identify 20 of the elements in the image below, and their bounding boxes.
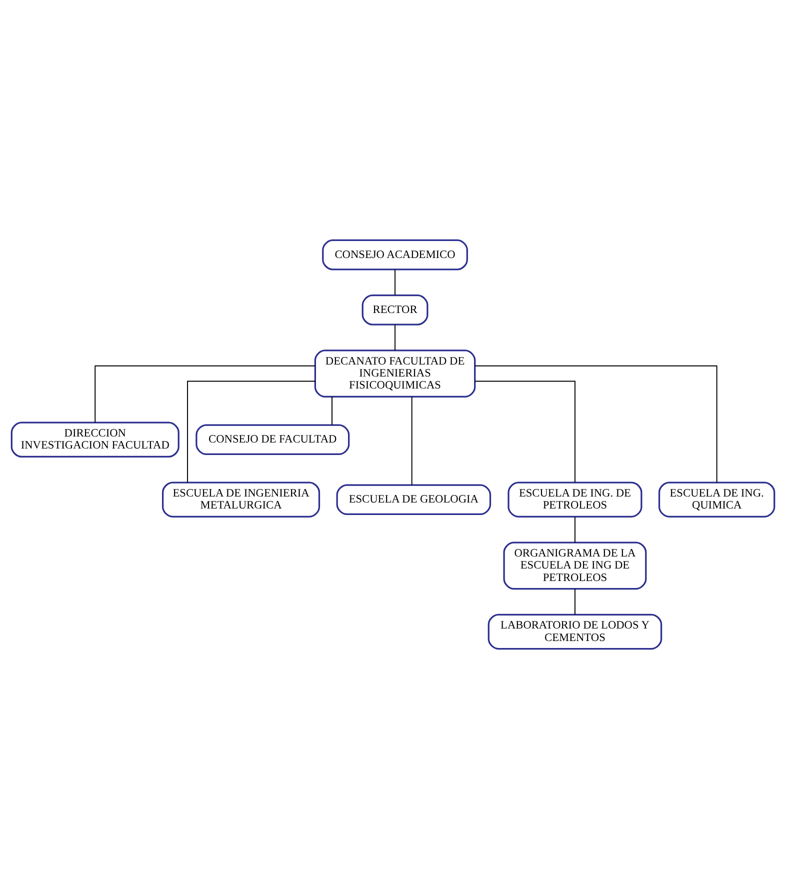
node-box: ESCUELA DE ING. DE PETROLEOS bbox=[508, 481, 642, 517]
connector bbox=[94, 364, 316, 423]
node-box: ESCUELA DE ING. QUIMICA bbox=[658, 481, 776, 517]
node-box: CONSEJO DE FACULTAD bbox=[196, 424, 350, 455]
node-box: RECTOR bbox=[362, 294, 428, 325]
node-box: DIRECCION INVESTIGACION FACULTAD bbox=[10, 421, 180, 457]
connector bbox=[574, 588, 576, 615]
connector bbox=[394, 324, 396, 350]
connector bbox=[411, 396, 412, 485]
node-box: ESCUELA DE GEOLOGIA bbox=[336, 484, 492, 515]
connector bbox=[474, 364, 718, 482]
node-box: DECANATO FACULTAD DE INGENIERIAS FISICOQUIMICAS bbox=[314, 349, 476, 397]
connector bbox=[574, 516, 576, 542]
node-box: ESCUELA DE INGENIERIA METALURGICA bbox=[162, 481, 320, 517]
node-box: ORGANIGRAMA DE LA ESCUELA DE ING DE PETROLEOS bbox=[503, 541, 647, 590]
connector bbox=[474, 380, 576, 482]
connector bbox=[187, 380, 316, 482]
node-box: LABORATORIO DE LODOS Y CEMENTOS bbox=[488, 613, 662, 650]
node-box: CONSEJO ACADEMICO bbox=[322, 238, 468, 270]
connector bbox=[394, 268, 396, 296]
